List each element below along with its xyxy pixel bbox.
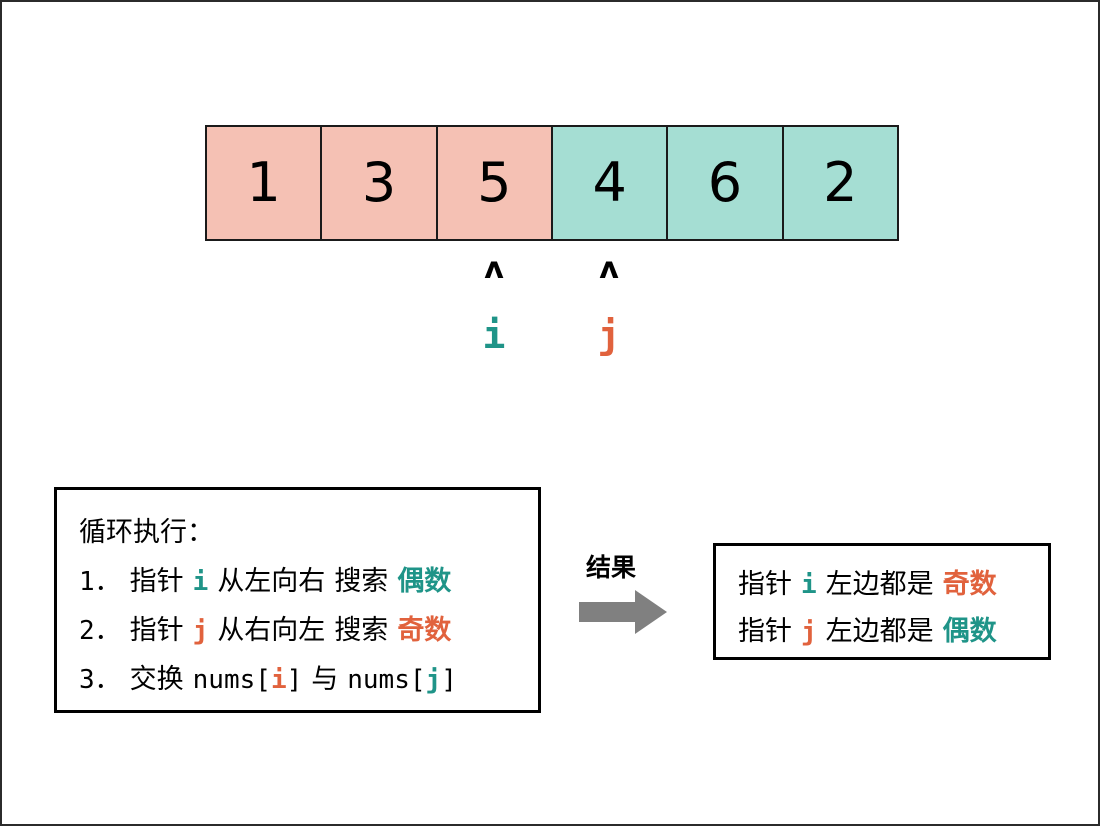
step-text-2b: 从右向左 [217, 615, 326, 646]
step-text-1b: 从左向右 [217, 566, 326, 597]
result-box: 指针 i 左边都是奇数 指针 j 左边都是偶数 [713, 543, 1051, 660]
caret-icon-j: ʌ [599, 251, 619, 286]
array-cell-1: 3 [322, 127, 438, 239]
array-cell-4: 6 [668, 127, 784, 239]
expr-a-suffix: ] [286, 665, 303, 695]
step-target-2: 奇数 [397, 615, 452, 646]
result-text-2b: 左边都是 [825, 616, 934, 647]
expr-a-variable: i [270, 665, 287, 695]
loop-steps-box: 循环执行： 1． 指针 i 从左向右搜索偶数 2． 指针 j 从右向左搜索奇数 3． 交换 nu… [54, 487, 541, 713]
result-line-1: 指针 i 左边都是奇数 [738, 562, 1048, 601]
caret-icon-i: ʌ [484, 251, 504, 286]
step-text-1a: 指针 [129, 566, 184, 597]
steps-title: 循环执行： [79, 517, 214, 548]
array-cell-value: 3 [361, 151, 397, 214]
step-line-2: 2． 指针 j 从右向左搜索奇数 [79, 608, 538, 647]
step-target-1: 偶数 [397, 566, 452, 597]
step-number: 2． [79, 616, 121, 646]
right-arrow-icon [579, 590, 667, 634]
expr-b-variable: j [425, 665, 442, 695]
result-line-2: 指针 j 左边都是偶数 [738, 609, 1048, 648]
step-number: 3． [79, 665, 121, 695]
result-variable-j: j [801, 617, 817, 647]
array-visualization: 1 3 5 4 6 2 [205, 125, 899, 241]
step-text-1c: 搜索 [334, 566, 389, 597]
step-text-3a: 交换 [129, 664, 184, 695]
result-text-1b: 左边都是 [825, 569, 934, 600]
result-label: 结果 [586, 553, 637, 582]
step-text-3b: 与 [311, 664, 339, 695]
result-target-2: 偶数 [942, 616, 997, 647]
pointer-label-i: i [482, 313, 506, 357]
array-cell-value: 6 [707, 151, 743, 214]
step-number: 1． [79, 567, 121, 597]
step-text-2c: 搜索 [334, 615, 389, 646]
expr-a-prefix: nums[ [192, 665, 271, 695]
result-text-1a: 指针 [738, 569, 792, 600]
expr-b-suffix: ] [441, 665, 457, 695]
result-target-1: 奇数 [942, 569, 997, 600]
pointer-label-j: j [597, 313, 621, 357]
array-cell-3: 4 [552, 127, 669, 239]
array-cell-2: 5 [437, 127, 553, 239]
step-text-2a: 指针 [129, 615, 184, 646]
result-text-2a: 指针 [738, 616, 792, 647]
array-cell-value: 5 [477, 151, 512, 214]
array-cell-0: 1 [207, 127, 323, 239]
step-variable-j: j [192, 616, 209, 646]
expr-b-prefix: nums[ [347, 665, 426, 695]
array-cell-value: 1 [246, 151, 281, 214]
step-line-1: 1． 指针 i 从左向右搜索偶数 [79, 559, 538, 598]
result-variable-i: i [801, 570, 817, 600]
step-variable-i: i [192, 567, 209, 597]
array-cell-value: 4 [592, 151, 627, 214]
array-cell-value: 2 [823, 151, 858, 214]
array-cell-5: 2 [783, 127, 897, 239]
